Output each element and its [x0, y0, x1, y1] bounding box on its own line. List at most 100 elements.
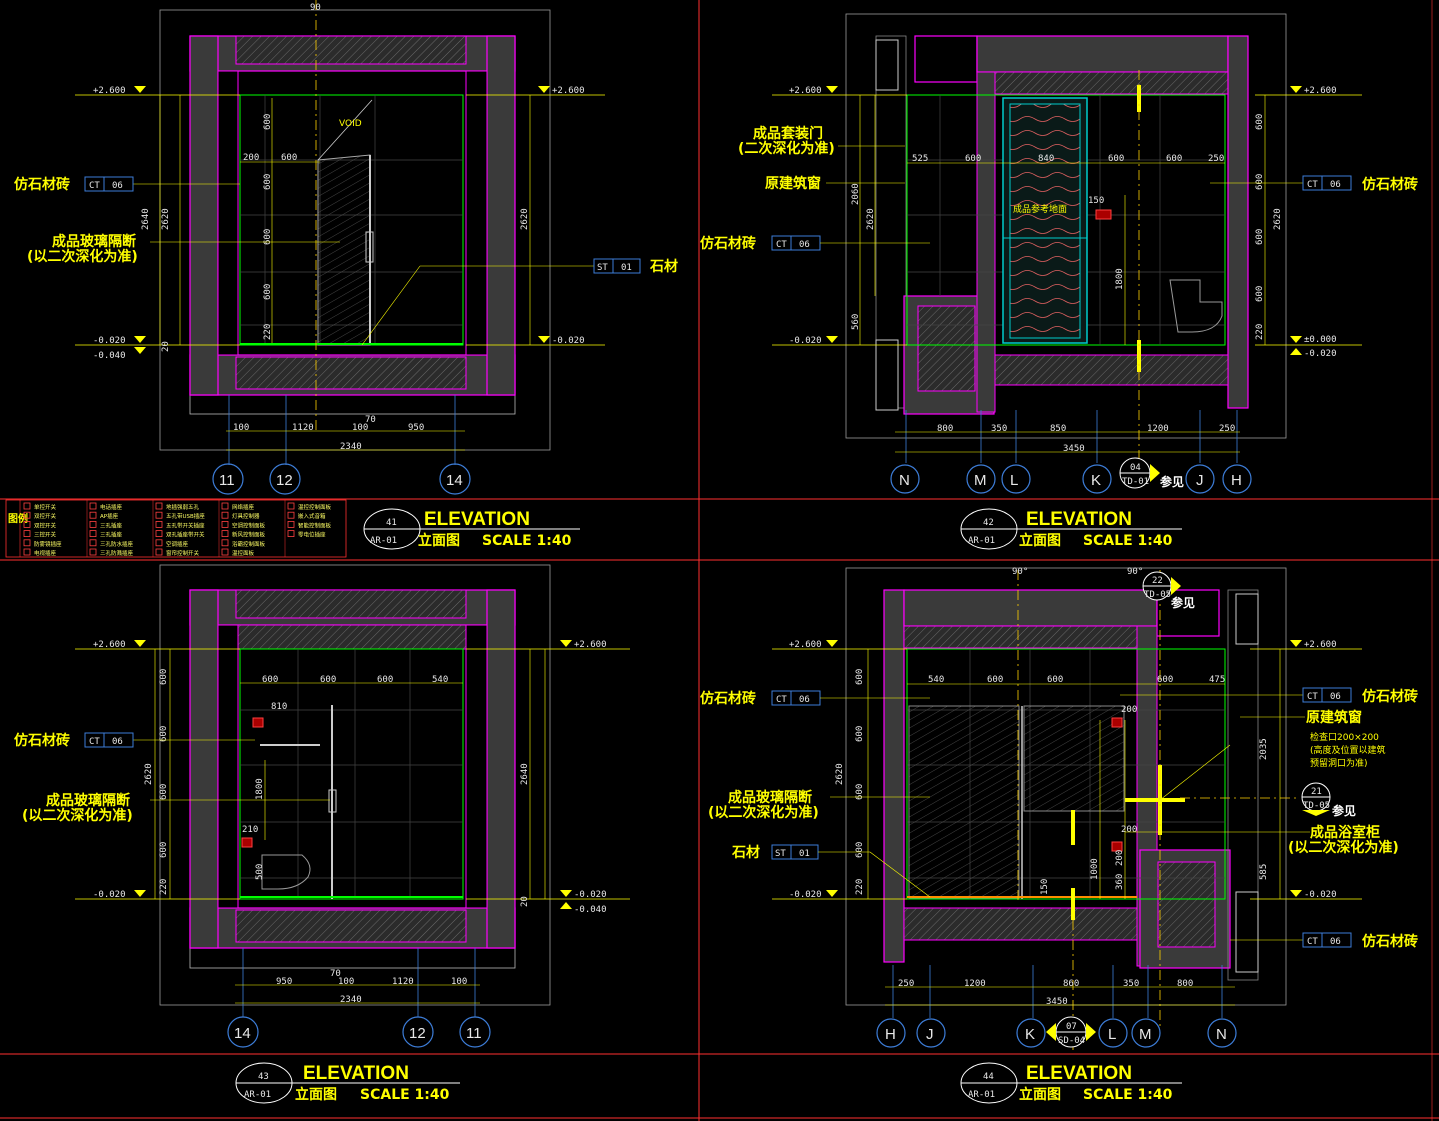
dim-vert: 220	[855, 879, 865, 895]
dim-vert: 600	[263, 284, 273, 300]
elevation-44: +2.600 +2.600 -0.020 -0.020 250 1200 860…	[700, 567, 1418, 1050]
level-top-left: +2.600	[93, 640, 126, 650]
elevation-42: +2.600 +2.600 -0.020 ±0.000 -0.020 800 3…	[700, 13, 1418, 494]
level-bottom-right: -0.020	[1304, 890, 1337, 900]
dim-side: 150	[1040, 879, 1050, 895]
dim-mid: 500	[255, 864, 265, 880]
angle-mark: 90	[310, 3, 321, 13]
dim-bottom: 100	[352, 423, 368, 433]
ref-sheet: TD-05	[1303, 801, 1330, 811]
door-note: 成品参考地面	[1013, 203, 1067, 215]
title-block-41[interactable]: 41 AR-01 ELEVATION 立面图 SCALE 1:40	[363, 508, 580, 550]
tag-code: 01	[621, 263, 632, 273]
dim-total: 2340	[340, 442, 362, 452]
material-label-tile-right-bottom: 仿石材砖	[1362, 933, 1418, 950]
dim-bottom: 800	[937, 424, 953, 434]
dim-vert: 220	[263, 324, 273, 340]
grid-bubble: N	[899, 472, 910, 489]
title-block-42[interactable]: 42 AR-01 ELEVATION 立面图 SCALE 1:40	[960, 508, 1182, 550]
legend-symbol	[23, 539, 31, 547]
dim-side: 360	[1115, 874, 1125, 890]
dim-bottom: 350	[1123, 979, 1139, 989]
section-reference[interactable]: 07 SD-04	[1046, 1016, 1096, 1048]
legend-symbol	[89, 548, 97, 556]
legend-item: 双孔插座带开关	[166, 531, 205, 539]
legend-symbol	[287, 521, 295, 528]
legend-symbol	[23, 521, 31, 528]
dim-vert: 600	[1255, 286, 1265, 302]
dim-bottom: 950	[276, 977, 292, 987]
legend-symbol	[221, 502, 229, 510]
grid-bubble: 12	[409, 1025, 426, 1042]
tag-st: ST	[775, 849, 786, 859]
grid-bubble: M	[974, 472, 987, 489]
dim-bottom: 800	[1177, 979, 1193, 989]
elevation-41: +2.600 +2.600 -0.020 -0.040 -0.020 100 1…	[14, 0, 678, 495]
grid-bubble: J	[1196, 472, 1204, 489]
title-num: 42	[983, 518, 994, 528]
section-reference[interactable]: 22 TD-05 参见	[1142, 571, 1195, 610]
ref-num: 22	[1152, 576, 1163, 586]
grid-bubble: M	[1139, 1026, 1152, 1043]
section-reference[interactable]: 04 TD-01 参见	[1119, 457, 1184, 489]
dim-bottom: 70	[330, 969, 341, 979]
dim-side: 1000	[1090, 858, 1100, 880]
dim-inner: 250	[1208, 154, 1224, 164]
dim-small: 20	[161, 341, 171, 352]
dim-small: 20	[520, 896, 530, 907]
level-top-left: +2.600	[93, 86, 126, 96]
grid-bubble: H	[1231, 472, 1242, 489]
tag-code: 01	[799, 849, 810, 859]
dim-side-right: 2620	[520, 208, 530, 230]
title-text: ELEVATION	[303, 1063, 409, 1084]
level-top-right: +2.600	[574, 640, 607, 650]
level-top-left: +2.600	[789, 640, 822, 650]
grid-bubble: 11	[219, 472, 235, 489]
ref-num: 21	[1311, 787, 1322, 797]
dim-bottom: 250	[1219, 424, 1235, 434]
dim-vert: 600	[263, 229, 273, 245]
ref-sheet: TD-05	[1144, 590, 1171, 600]
dim-vert: 600	[1255, 229, 1265, 245]
dim-vert: 220	[1255, 324, 1265, 340]
void-label: VOID	[339, 119, 362, 129]
legend-item: 地插强弱五孔	[166, 503, 200, 511]
legend-item: 电话插座	[100, 503, 123, 511]
dim-bottom: 1120	[292, 423, 314, 433]
legend-item: 三控开关	[34, 531, 57, 539]
dim-inner: 600	[262, 675, 278, 685]
title-block-44[interactable]: 44 AR-01 ELEVATION 立面图 SCALE 1:40	[960, 1062, 1182, 1104]
legend-symbol	[287, 530, 295, 537]
legend-item: 温控控制面板	[298, 503, 332, 511]
material-label-stone: 石材	[731, 844, 760, 861]
dim-side: 200	[1121, 825, 1137, 835]
grid-bubble: 14	[234, 1025, 251, 1042]
tag-ct: CT	[776, 695, 787, 705]
legend-item: 智能控制面板	[298, 521, 332, 529]
legend-item: 新风控制面板	[232, 531, 266, 539]
level-bottom-right: -0.020	[552, 336, 585, 346]
tag-ct: CT	[89, 181, 100, 191]
legend-item: 双控开关	[34, 512, 57, 520]
legend-item: 三孔插座	[100, 521, 123, 529]
section-reference[interactable]: 21 TD-05 参见	[1301, 782, 1356, 818]
legend-symbol	[23, 530, 31, 537]
dim-bottom: 350	[991, 424, 1007, 434]
dim-side: 560	[851, 314, 861, 330]
material-label-glass-note: (以二次深化为准)	[22, 807, 133, 824]
dim-side: 200	[1115, 850, 1125, 866]
dim-inner: 540	[928, 675, 944, 685]
dim-inner: 600	[987, 675, 1003, 685]
legend-symbol	[155, 521, 163, 528]
dim-bottom: 70	[365, 415, 376, 425]
dim-inner: 600	[281, 153, 297, 163]
title-sheet: AR-01	[968, 1090, 995, 1100]
dim-inner: 600	[320, 675, 336, 685]
legend-item: 嵌入式音箱	[298, 512, 326, 520]
title-block-43[interactable]: 43 AR-01 ELEVATION 立面图 SCALE 1:40	[235, 1062, 460, 1104]
legend-symbol	[89, 502, 97, 510]
tag-ct: CT	[1307, 180, 1318, 190]
material-label-glass: 成品玻璃隔断	[46, 792, 130, 809]
title-cn: 立面图	[1019, 532, 1061, 549]
